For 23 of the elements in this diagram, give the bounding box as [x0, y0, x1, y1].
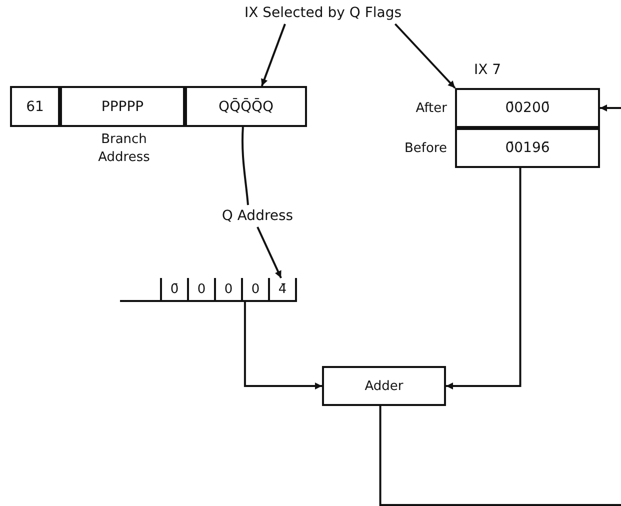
- memory-location: [120, 278, 297, 302]
- register-title: IX 7: [472, 62, 502, 78]
- arrow: [244, 302, 322, 390]
- connector-line: [242, 126, 249, 206]
- arrow: [260, 24, 286, 86]
- field-caption: Before: [404, 141, 447, 156]
- arrow: [446, 168, 522, 390]
- field-caption: Branch Address: [97, 131, 151, 166]
- memory-digit: 4̄: [268, 278, 297, 300]
- annotation-text: Q Address: [210, 205, 305, 227]
- arrow: [394, 23, 456, 89]
- arrow: [256, 226, 282, 278]
- register-field: 61: [10, 86, 60, 127]
- memory-digit: 0: [241, 278, 268, 300]
- connector-line: [379, 406, 621, 506]
- annotation-text: IX Selected by Q Flags: [228, 2, 418, 24]
- register-field: QQ̄Q̄Q̄Q: [185, 86, 307, 127]
- adder-box: Adder: [322, 366, 446, 406]
- arrow: [600, 104, 621, 112]
- memory-digit: 0: [214, 278, 241, 300]
- memory-digit: 0: [187, 278, 214, 300]
- memory-digit: 0̄: [160, 278, 187, 300]
- field-caption: After: [416, 101, 447, 116]
